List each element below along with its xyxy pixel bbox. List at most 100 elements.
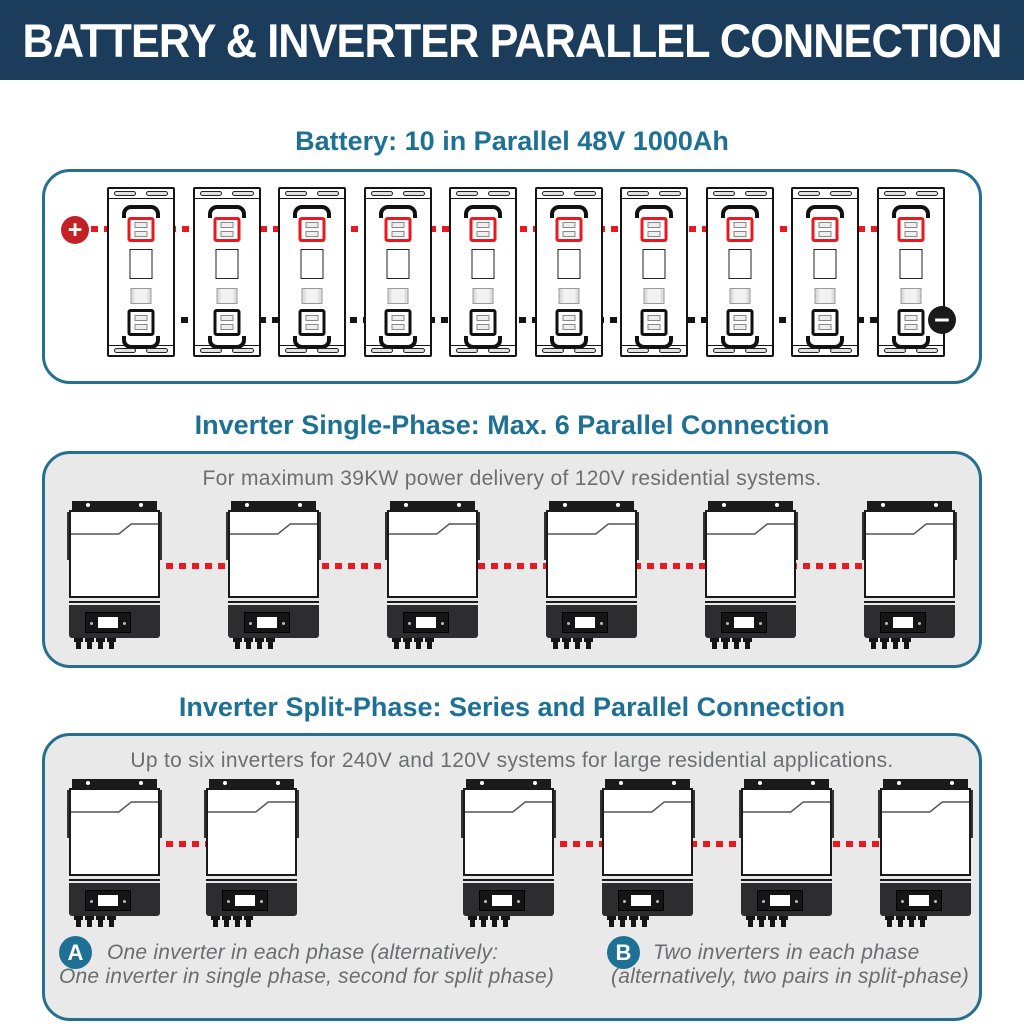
- mount-slot: [317, 191, 340, 196]
- mount-slot: [231, 191, 254, 196]
- inverter-unit: [739, 775, 834, 927]
- inverter-terminal-cover: [69, 883, 160, 916]
- mount-slot: [402, 348, 425, 353]
- inverter-terminal-cover: [387, 605, 478, 638]
- battery-bottom-bracket: [280, 345, 345, 355]
- inverter-front-panel: [69, 510, 160, 598]
- cable-gland-icon: [244, 638, 253, 649]
- cable-gland-icon: [584, 638, 593, 649]
- mount-slot: [456, 348, 479, 353]
- panel-accent-line: [71, 523, 158, 535]
- inverter-display: [479, 890, 525, 911]
- terminal-pin: [476, 324, 490, 330]
- inverter-mount-bracket: [708, 501, 793, 510]
- mount-slot: [744, 191, 767, 196]
- battery-row: [107, 187, 945, 357]
- inverter-front-panel: [69, 788, 160, 876]
- battery-handle: [806, 336, 845, 349]
- terminal-pin: [904, 315, 918, 321]
- cable-gland-icon: [107, 638, 116, 649]
- mount-slot: [146, 348, 168, 353]
- cable-glands: [74, 916, 116, 927]
- terminal-pin: [391, 324, 405, 330]
- panel-accent-line: [208, 801, 295, 813]
- inverter-display: [562, 612, 608, 633]
- terminal-pin: [305, 315, 319, 321]
- inverter-display: [222, 890, 268, 911]
- inverter-mount-bracket: [744, 779, 829, 788]
- cable-glands: [211, 916, 253, 927]
- cable-glands: [885, 916, 927, 927]
- battery-handle: [293, 336, 332, 349]
- battery-bottom-bracket: [878, 345, 943, 355]
- battery-handle: [806, 205, 845, 218]
- battery-negative-terminal: [640, 309, 668, 336]
- minus-terminal-icon: −: [928, 306, 956, 334]
- split-phase-caption: Up to six inverters for 240V and 120V sy…: [130, 749, 894, 772]
- terminal-pin: [647, 324, 661, 330]
- cable-glands: [710, 638, 752, 649]
- inverter-group-b: [461, 775, 973, 927]
- panel-accent-line: [866, 523, 953, 535]
- panel-accent-line: [604, 801, 691, 813]
- battery-breaker: [472, 288, 494, 304]
- mount-slot: [488, 191, 511, 196]
- inverter-unit: [544, 497, 639, 649]
- terminal-pin: [562, 324, 576, 330]
- terminal-pin: [476, 315, 490, 321]
- inverter-screen: [893, 617, 913, 628]
- inverter-screen: [235, 895, 255, 906]
- mount-slot: [712, 348, 735, 353]
- cable-gland-icon: [562, 638, 571, 649]
- battery-unit: [791, 187, 860, 357]
- inverter-unit: [600, 775, 695, 927]
- mount-slot: [659, 191, 682, 196]
- battery-handle: [207, 205, 246, 218]
- inverter-screen: [257, 617, 277, 628]
- terminal-pin: [391, 230, 405, 237]
- cable-gland-icon: [743, 638, 752, 649]
- mount-slot: [114, 348, 136, 353]
- battery-handle: [720, 205, 759, 218]
- battery-unit: [192, 187, 261, 357]
- cable-gland-icon: [233, 638, 242, 649]
- banner: BATTERY & INVERTER PARALLEL CONNECTION: [0, 0, 1024, 80]
- mount-slot: [402, 191, 425, 196]
- single-phase-diagram-box: For maximum 39KW power delivery of 120V …: [42, 451, 982, 668]
- cable-gland-icon: [96, 916, 105, 927]
- inverter-display: [896, 890, 942, 911]
- inverter-unit: [461, 775, 556, 927]
- terminal-pin: [305, 222, 319, 229]
- battery-handle: [464, 205, 503, 218]
- parallel-wire: [114, 563, 910, 569]
- battery-handle: [635, 205, 674, 218]
- battery-positive-terminal: [897, 217, 925, 242]
- single-phase-heading: Inverter Single-Phase: Max. 6 Parallel C…: [194, 410, 830, 440]
- battery-label: [129, 249, 153, 279]
- panel-accent-line: [707, 523, 794, 535]
- inverter-terminal-cover: [206, 883, 297, 916]
- inverter-front-panel: [206, 788, 297, 876]
- cable-gland-icon: [85, 638, 94, 649]
- inverter-screen: [734, 617, 754, 628]
- mount-slot: [659, 348, 682, 353]
- cable-gland-icon: [266, 638, 275, 649]
- battery-bottom-bracket: [365, 345, 430, 355]
- mount-slot: [370, 191, 393, 196]
- panel-accent-line: [389, 523, 476, 535]
- battery-handle: [549, 336, 588, 349]
- page-title: BATTERY & INVERTER PARALLEL CONNECTION: [22, 13, 1003, 67]
- inverter-divider: [206, 879, 297, 881]
- battery-handle: [293, 205, 332, 218]
- mount-slot: [830, 191, 853, 196]
- battery-unit: [449, 187, 518, 357]
- cable-gland-icon: [490, 916, 499, 927]
- legend-row: A One inverter in each phase (alternativ…: [45, 931, 979, 1015]
- battery-label: [386, 249, 410, 279]
- cable-gland-icon: [85, 916, 94, 927]
- cable-gland-icon: [468, 916, 477, 927]
- inverter-unit: [862, 497, 957, 649]
- mount-slot: [541, 191, 564, 196]
- battery-breaker: [729, 288, 751, 304]
- terminal-pin: [818, 222, 832, 229]
